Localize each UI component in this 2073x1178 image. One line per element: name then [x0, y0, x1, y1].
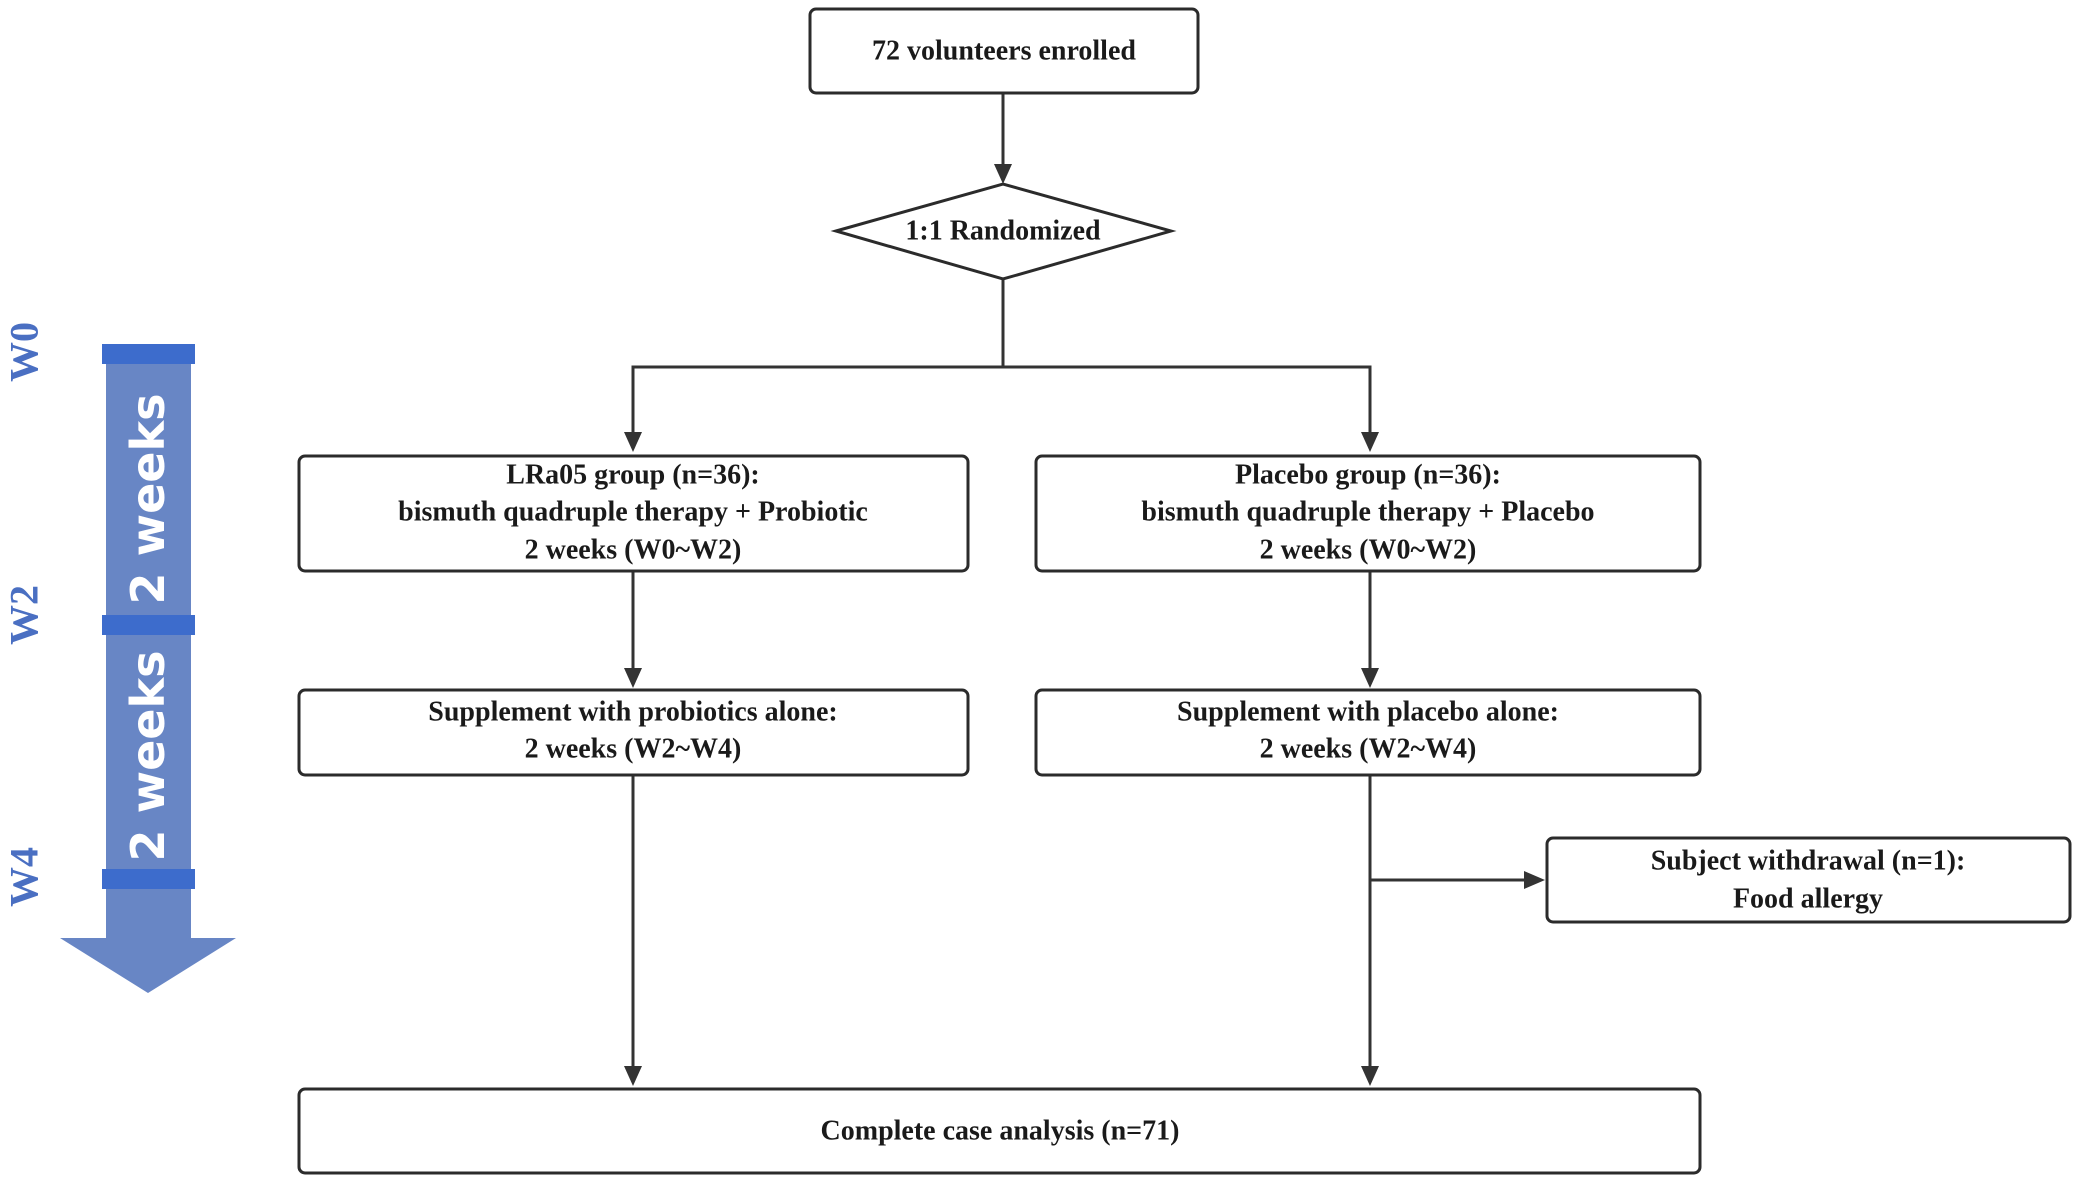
- timeline-marker-w0: [102, 344, 195, 364]
- connector-split-right: [1003, 365, 1372, 434]
- connectors: [624, 93, 1545, 1086]
- timeline-arrow-head: [60, 938, 236, 993]
- arrowhead-placebo: [1361, 432, 1379, 452]
- placebo-group-box: Placebo group (n=36): bismuth quadruple …: [1034, 454, 1702, 573]
- lra05-supplement-title: Supplement with probiotics alone:: [428, 697, 837, 728]
- placebo-supplement-title: Supplement with placebo alone:: [1177, 697, 1559, 728]
- enrolled-box: 72 volunteers enrolled: [808, 7, 1200, 95]
- lra05-group-title: LRa05 group (n=36):: [506, 460, 759, 491]
- placebo-group-title: Placebo group (n=36):: [1235, 460, 1501, 491]
- placebo-supplement-box: Supplement with placebo alone: 2 weeks (…: [1034, 688, 1702, 777]
- arrowhead-randomized: [994, 164, 1012, 184]
- timeline: W0 W2 W4 2 weeks 2 weeks: [2, 322, 236, 993]
- placebo-supplement-period: 2 weeks (W2~W4): [1260, 734, 1477, 765]
- lra05-group-regimen: bismuth quadruple therapy + Probiotic: [398, 497, 868, 528]
- analysis-box: Complete case analysis (n=71): [297, 1087, 1702, 1175]
- arrowhead-placebo-supplement: [1361, 668, 1379, 688]
- lra05-group-box: LRa05 group (n=36): bismuth quadruple th…: [297, 454, 970, 573]
- lra05-supplement-period: 2 weeks (W2~W4): [525, 734, 742, 765]
- arrowhead-analysis-right: [1361, 1066, 1379, 1086]
- duration-label-2: 2 weeks: [121, 651, 175, 862]
- placebo-group-period: 2 weeks (W0~W2): [1260, 535, 1477, 566]
- timeline-marker-w4: [102, 869, 195, 889]
- arrowhead-withdrawal: [1524, 871, 1545, 889]
- randomized-label: 1:1 Randomized: [905, 216, 1101, 247]
- arrowhead-lra05-supplement: [624, 668, 642, 688]
- analysis-label: Complete case analysis (n=71): [821, 1116, 1180, 1147]
- connector-split: [631, 279, 1005, 434]
- week-label-w0: W0: [2, 322, 47, 382]
- randomized-diamond: 1:1 Randomized: [830, 182, 1177, 281]
- withdrawal-title: Subject withdrawal (n=1):: [1651, 846, 1966, 877]
- week-label-w2: W2: [2, 585, 47, 645]
- lra05-supplement-box: Supplement with probiotics alone: 2 week…: [297, 688, 970, 777]
- withdrawal-box: Subject withdrawal (n=1): Food allergy: [1545, 836, 2072, 924]
- week-label-w4: W4: [2, 847, 47, 907]
- withdrawal-reason: Food allergy: [1733, 884, 1883, 915]
- arrowhead-lra05: [624, 432, 642, 452]
- timeline-marker-w2: [102, 615, 195, 635]
- lra05-group-period: 2 weeks (W0~W2): [525, 535, 742, 566]
- timeline-arrow-shaft: [106, 352, 191, 940]
- duration-label-1: 2 weeks: [121, 394, 175, 605]
- placebo-group-regimen: bismuth quadruple therapy + Placebo: [1141, 497, 1594, 528]
- arrowhead-analysis-left: [624, 1066, 642, 1086]
- enrolled-label: 72 volunteers enrolled: [872, 36, 1136, 67]
